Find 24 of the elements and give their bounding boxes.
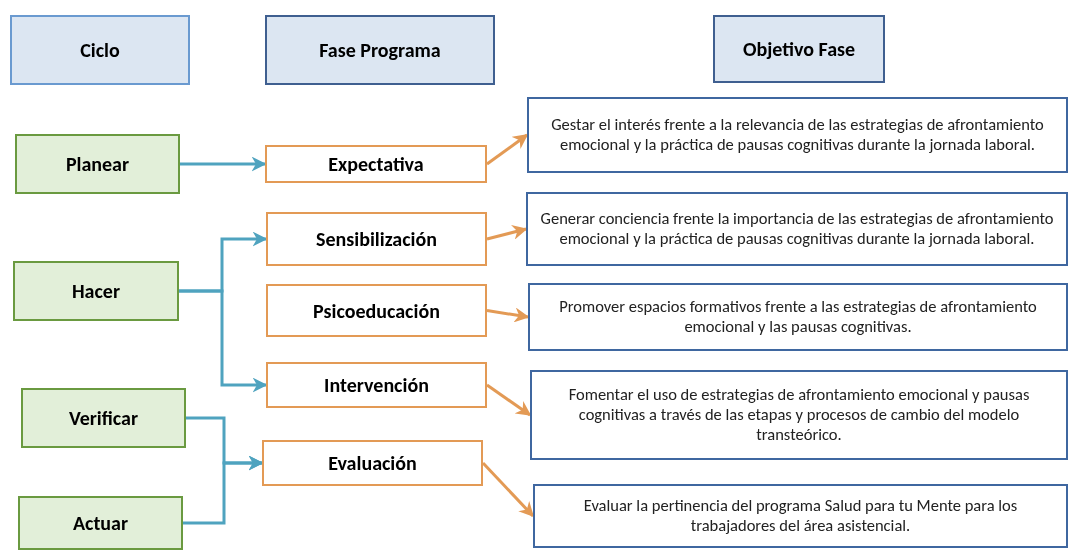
objective-box: Evaluar la pertinencia del programa Salud para tu Mente para los trabajadores del área asistencial. (533, 484, 1068, 548)
header-box: Objetivo Fase (713, 15, 885, 83)
objective-box: Generar conciencia frente la importancia de las estrategias de afrontamiento emocional y la práctica de pausas cognitivas durante la jornada laboral. (526, 192, 1068, 266)
cycle-box: Hacer (13, 261, 179, 321)
arrow (180, 156, 267, 172)
objective-box: Gestar el interés frente a la relevancia de las estrategias de afrontamiento emocional y la práctica de pausas cognitivas durante la jornada laboral. (527, 97, 1068, 173)
header-box: Ciclo (10, 15, 190, 85)
cycle-box: Verificar (21, 388, 186, 448)
objective-box: Fomentar el uso de estrategias de afrontamiento emocional y pausas cognitivas a través de las etapas y procesos de cambio del modelo transteórico. (530, 370, 1068, 460)
cycle-box: Actuar (18, 496, 183, 550)
phase-box: Evaluación (262, 440, 483, 486)
phase-box: Intervención (266, 362, 487, 408)
arrow (179, 289, 268, 393)
arrow (486, 383, 532, 417)
phase-box: Psicoeducación (266, 284, 487, 337)
arrow (486, 133, 529, 166)
cycle-box: Planear (15, 134, 180, 194)
arrow (183, 455, 264, 525)
header-box: Fase Programa (265, 15, 495, 85)
arrow (486, 225, 528, 241)
objective-box: Promover espacios formativos frente a las estrategias de afrontamiento emocional y las pausas cognitivas. (528, 283, 1068, 351)
phase-box: Sensibilización (266, 212, 487, 266)
arrow (486, 307, 530, 323)
phase-box: Expectativa (265, 145, 487, 183)
